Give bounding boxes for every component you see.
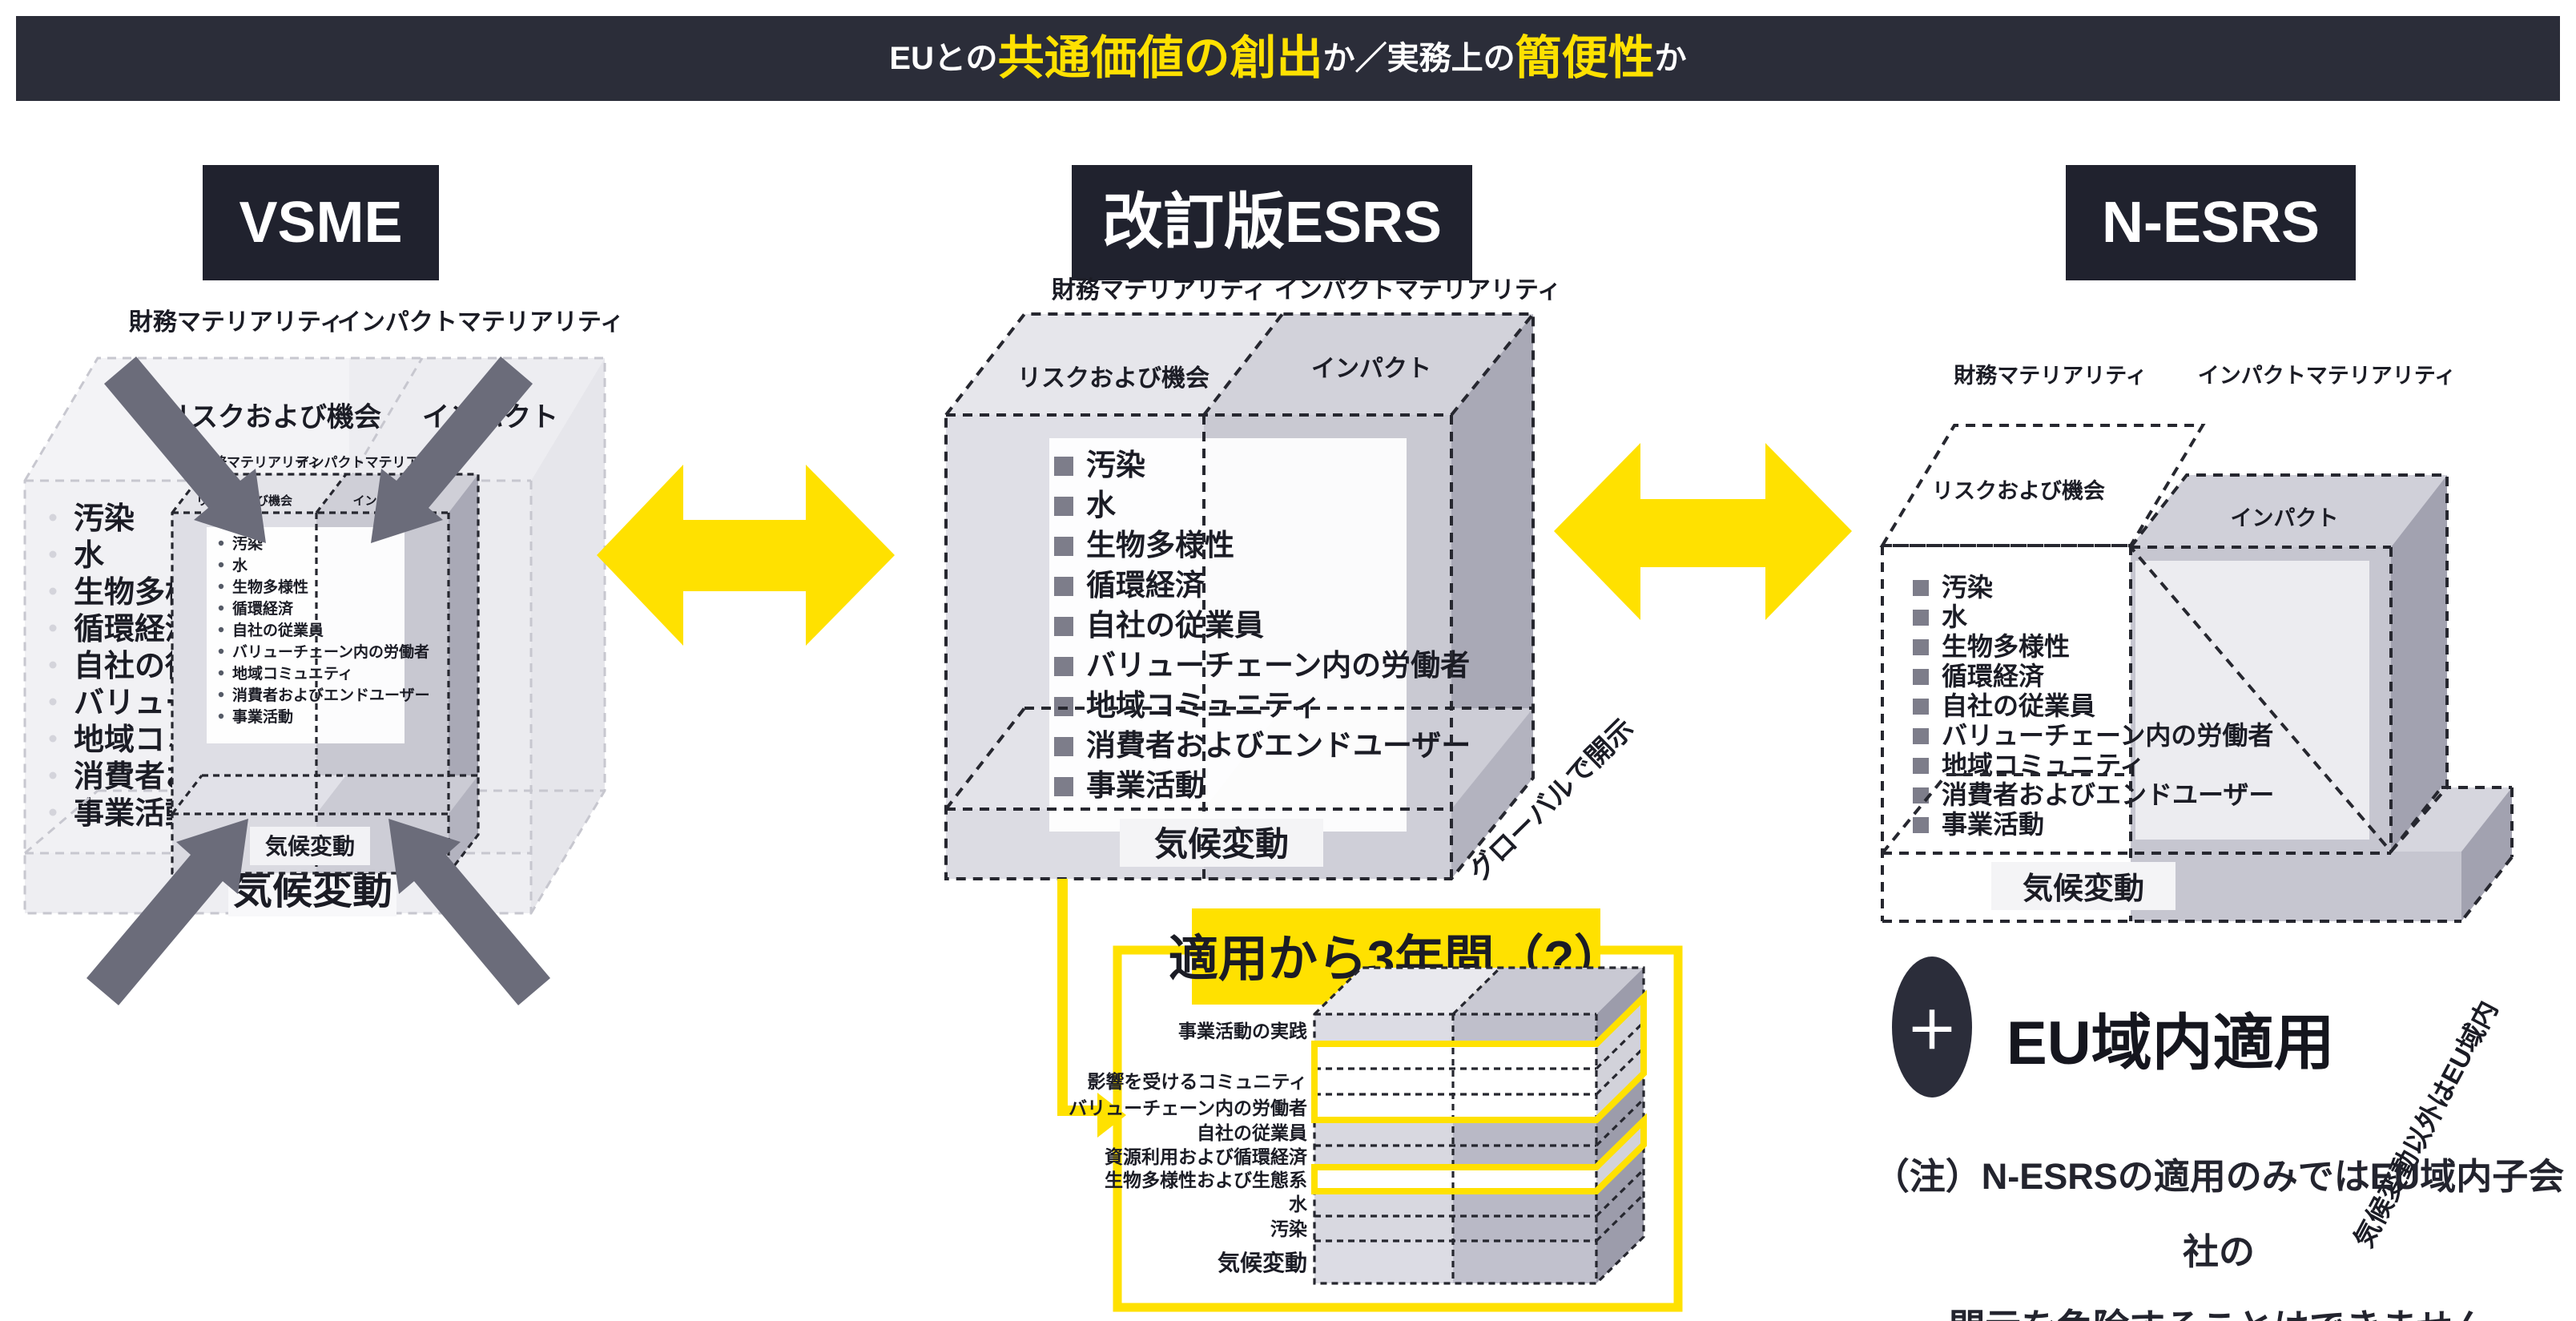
vsme-compression-arrows [87,356,550,1005]
vsme-title: VSME [239,191,403,255]
ghost-impact-materiality-label: インパクトマテリアリティ [337,309,624,336]
esrs-impact-materiality-label: インパクトマテリアリティ [1274,277,1561,304]
eu-note-line2: 開示を免除することはできません [1866,1290,2571,1321]
ghost-topic: 水 [74,539,105,573]
header-highlight-2: 簡便性 [1515,32,1655,84]
compress-arrow-bottom-right-icon [388,819,550,1005]
vsme-topic: 消費者およびエンドユーザー [232,686,430,704]
vsme-topic-list: 汚染 水 生物多様性 循環経済 自社の従業員 バリューチェーン内の労働者 地域コ… [218,534,430,726]
layer-label: 汚染 [1270,1218,1307,1239]
nesrs-topic: 生物多様性 [1942,632,2070,661]
transition-layer-labels: 事業活動の実践 影響を受けるコミュニティ バリューチェーン内の労働者 自社の従業… [1069,1021,1308,1275]
double-arrow-vsme-esrs-icon [597,465,895,646]
vsme-topic: 事業活動 [232,707,293,726]
layer-label: 資源利用および循環経済 [1105,1146,1308,1167]
vsme-topic: バリューチェーン内の労働者 [232,642,429,661]
layer-label: 事業活動の実践 [1178,1021,1307,1041]
esrs-cube: 財務マテリアリティ インパクトマテリアリティ リスクおよび機会 インパクト 汚染… [944,276,1640,888]
nesrs-topic: 消費者およびエンドユーザー [1942,780,2274,809]
vsme-topic: 水 [232,557,248,574]
header-bar: EUとの 共通価値の創出 か／実務上の 簡便性 か [16,16,2560,101]
nesrs-title: N-ESRS [2101,191,2320,255]
vsme-topic: 地域コミュニティ [232,664,353,683]
esrs-topic: 水 [1086,489,1117,522]
header-text-suffix: か [1654,41,1687,76]
esrs-impact-face-label: インパクト [1311,356,1431,382]
nesrs-cube: 財務マテリアリティ インパクトマテリアリティ リスクおよび機会 インパクト 汚染… [1879,364,2514,1252]
nesrs-risks-label: リスクおよび機会 [1932,479,2105,503]
transition-box: 適用から3年間（?） [1069,908,1683,1312]
double-arrow-esrs-nesrs-icon [1554,443,1852,620]
nesrs-topic: 水 [1942,602,1968,631]
ghost-financial-materiality-label: 財務マテリアリティ [129,308,344,336]
layer-label: 影響を受けるコミュニティ [1087,1071,1307,1092]
layer-label: 水 [1289,1194,1308,1214]
vsme-topic: 生物多様性 [232,578,308,596]
esrs-climate-label: 気候変動 [1154,825,1289,863]
header-text-middle: か／実務上の [1322,41,1515,76]
nesrs-topic: 循環経済 [1942,662,2045,691]
layer-label: 自社の従業員 [1197,1122,1307,1143]
nesrs-impact-face-label: インパクト [2231,506,2339,530]
nesrs-topic: 汚染 [1942,573,1993,602]
compress-arrow-top-left-icon [104,356,266,543]
layer-label: 気候変動 [1218,1250,1307,1275]
nesrs-climate-label: 気候変動 [2023,872,2144,906]
ghost-climate-label: 気候変動 [232,868,392,912]
header-highlight-1: 共通価値の創出 [997,32,1323,84]
layer-label: バリューチェーン内の労働者 [1069,1097,1307,1118]
plus-icon: ＋ [1892,957,1972,1097]
nesrs-impact-materiality-label: インパクトマテリアリティ [2198,364,2456,388]
esrs-title-prefix: 改訂版 [1101,188,1285,256]
eu-application-note: （注）N-ESRSの適用のみではEU域内子会社の 開示を免除することはできません [1866,1139,2571,1321]
vsme-topic: 自社の従業員 [232,621,324,639]
nesrs-financial-materiality-label: 財務マテリアリティ [1954,364,2147,388]
transition-connector [1057,879,1126,1138]
esrs-topic: 循環経済 [1086,569,1205,602]
vsme-title-box: VSME [203,165,439,280]
esrs-topic: バリューチェーン内の労働者 [1086,649,1470,682]
transition-stack: 事業活動の実践 影響を受けるコミュニティ バリューチェーン内の労働者 自社の従業… [1069,966,1647,1285]
ghost-topic: 汚染 [74,502,135,536]
esrs-topic: 消費者およびエンドユーザー [1086,729,1471,762]
nesrs-topic: 地域コミュニティ [1942,751,2145,779]
eu-application-label: EU域内適用 [2006,1009,2335,1077]
nesrs-topic: 事業活動 [1942,810,2044,839]
plus-glyph: ＋ [1906,1002,1958,1060]
nesrs-topic: 自社の従業員 [1942,691,2095,720]
ghost-risks-label: リスクおよび機会 [163,402,381,433]
vsme-topic: 循環経済 [232,599,294,618]
layer-label: 生物多様性および生態系 [1105,1170,1307,1190]
esrs-title-suffix: ESRS [1284,191,1443,255]
nesrs-topic: バリューチェーン内の労働者 [1942,721,2273,750]
eu-note-line1: （注）N-ESRSの適用のみではEU域内子会社の [1873,1156,2565,1272]
esrs-topic: 事業活動 [1086,769,1205,802]
esrs-risks-label: リスクおよび機会 [1017,365,1210,392]
esrs-topic: 汚染 [1086,449,1145,481]
nesrs-title-box: N-ESRS [2066,165,2356,280]
compress-arrow-top-right-icon [371,356,533,543]
esrs-topic: 自社の従業員 [1086,609,1264,642]
header-text-prefix: EUとの [889,41,998,76]
esrs-financial-materiality-label: 財務マテリアリティ [1052,276,1266,304]
vsme-financial-materiality-label: 財務マテリアリティ [199,454,321,470]
esrs-topic: 生物多様性 [1086,529,1234,562]
connector-arrowhead-icon [1097,1093,1126,1138]
vsme-climate-label: 気候変動 [265,833,355,859]
compress-arrow-bottom-left-icon [87,819,248,1005]
nesrs-topic-list: 汚染 水 生物多様性 循環経済 自社の従業員 バリューチェーン内の労働者 地域コ… [1913,573,2274,839]
